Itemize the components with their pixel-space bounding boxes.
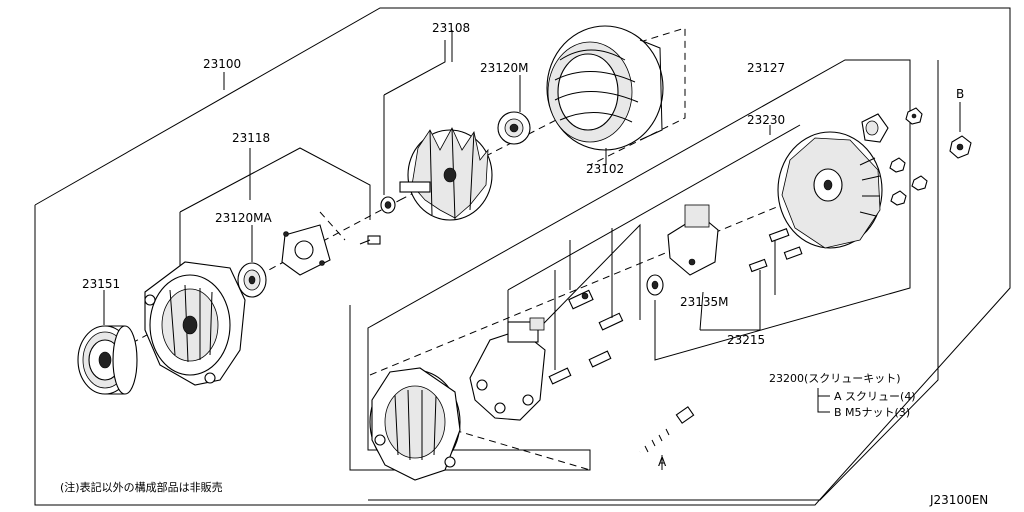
kit-bracket-a <box>817 388 830 397</box>
plate-screw <box>359 235 381 245</box>
spacer-ring <box>380 196 396 214</box>
plate-screw-axis <box>319 211 346 241</box>
diagram-code: J23100EN <box>929 493 988 507</box>
label-23100: 23100 <box>203 57 241 71</box>
terminal-bolt-4 <box>548 367 572 385</box>
rotor-23108 <box>399 127 493 221</box>
regulator-screw-3 <box>748 258 768 273</box>
label-23151: 23151 <box>82 277 120 291</box>
label-23108: 23108 <box>432 21 470 35</box>
kit-bracket-b <box>817 388 830 413</box>
kit-nut-b <box>949 135 972 159</box>
terminal-bolt-2 <box>598 312 624 331</box>
terminal-nut-1 <box>905 107 923 125</box>
through-bolt-a <box>639 406 695 454</box>
rear-cover-23230 <box>777 131 883 249</box>
regulator-screw-1 <box>768 228 790 243</box>
bearing-23120ma <box>237 262 267 298</box>
label-23215: 23215 <box>727 333 765 347</box>
cover-nut-1 <box>889 157 906 173</box>
leader-23135m <box>699 291 704 331</box>
regulator-frame-top <box>507 124 801 291</box>
rear-group-frame <box>349 59 911 471</box>
brush-holder-23135m <box>667 204 719 276</box>
rotor-group-frame <box>383 40 446 96</box>
kit-item-a: A スクリュー(4) <box>834 390 916 403</box>
label-23127: 23127 <box>747 61 785 75</box>
kit-item-b: B M5ナット(3) <box>834 406 910 419</box>
retainer-plate-23118 <box>281 224 331 276</box>
regulator-screw-2 <box>783 246 803 260</box>
b-terminal-insulator <box>861 113 889 143</box>
rear-housing <box>369 367 461 481</box>
label-a: A <box>658 455 667 469</box>
front-bracket-frame-top <box>179 147 371 220</box>
label-23120m: 23120M <box>480 61 529 75</box>
rear-frame-outer <box>368 60 939 501</box>
footnote: (注)表記以外の構成部品は非販売 <box>60 480 223 494</box>
rectifier-assembly <box>469 317 546 421</box>
label-23102: 23102 <box>586 162 624 176</box>
label-23135m: 23135M <box>680 295 729 309</box>
terminal-bolt-1 <box>568 289 594 310</box>
axis-rear <box>369 184 831 376</box>
bearing-23120m <box>497 111 531 145</box>
label-23230: 23230 <box>747 113 785 127</box>
outer-frame <box>34 7 1011 506</box>
label-23118: 23118 <box>232 131 270 145</box>
cover-nut-2 <box>911 175 928 191</box>
stator-23102 <box>546 25 664 151</box>
label-b: B <box>956 87 964 101</box>
cover-nut-3 <box>890 190 907 206</box>
label-23120ma: 23120MA <box>215 211 273 225</box>
pulley-23151 <box>77 325 138 395</box>
front-housing <box>144 261 246 386</box>
insulator-washer <box>646 274 664 296</box>
terminal-bolt-3 <box>588 350 612 368</box>
kit-title: 23200(スクリューキット) <box>769 372 901 385</box>
